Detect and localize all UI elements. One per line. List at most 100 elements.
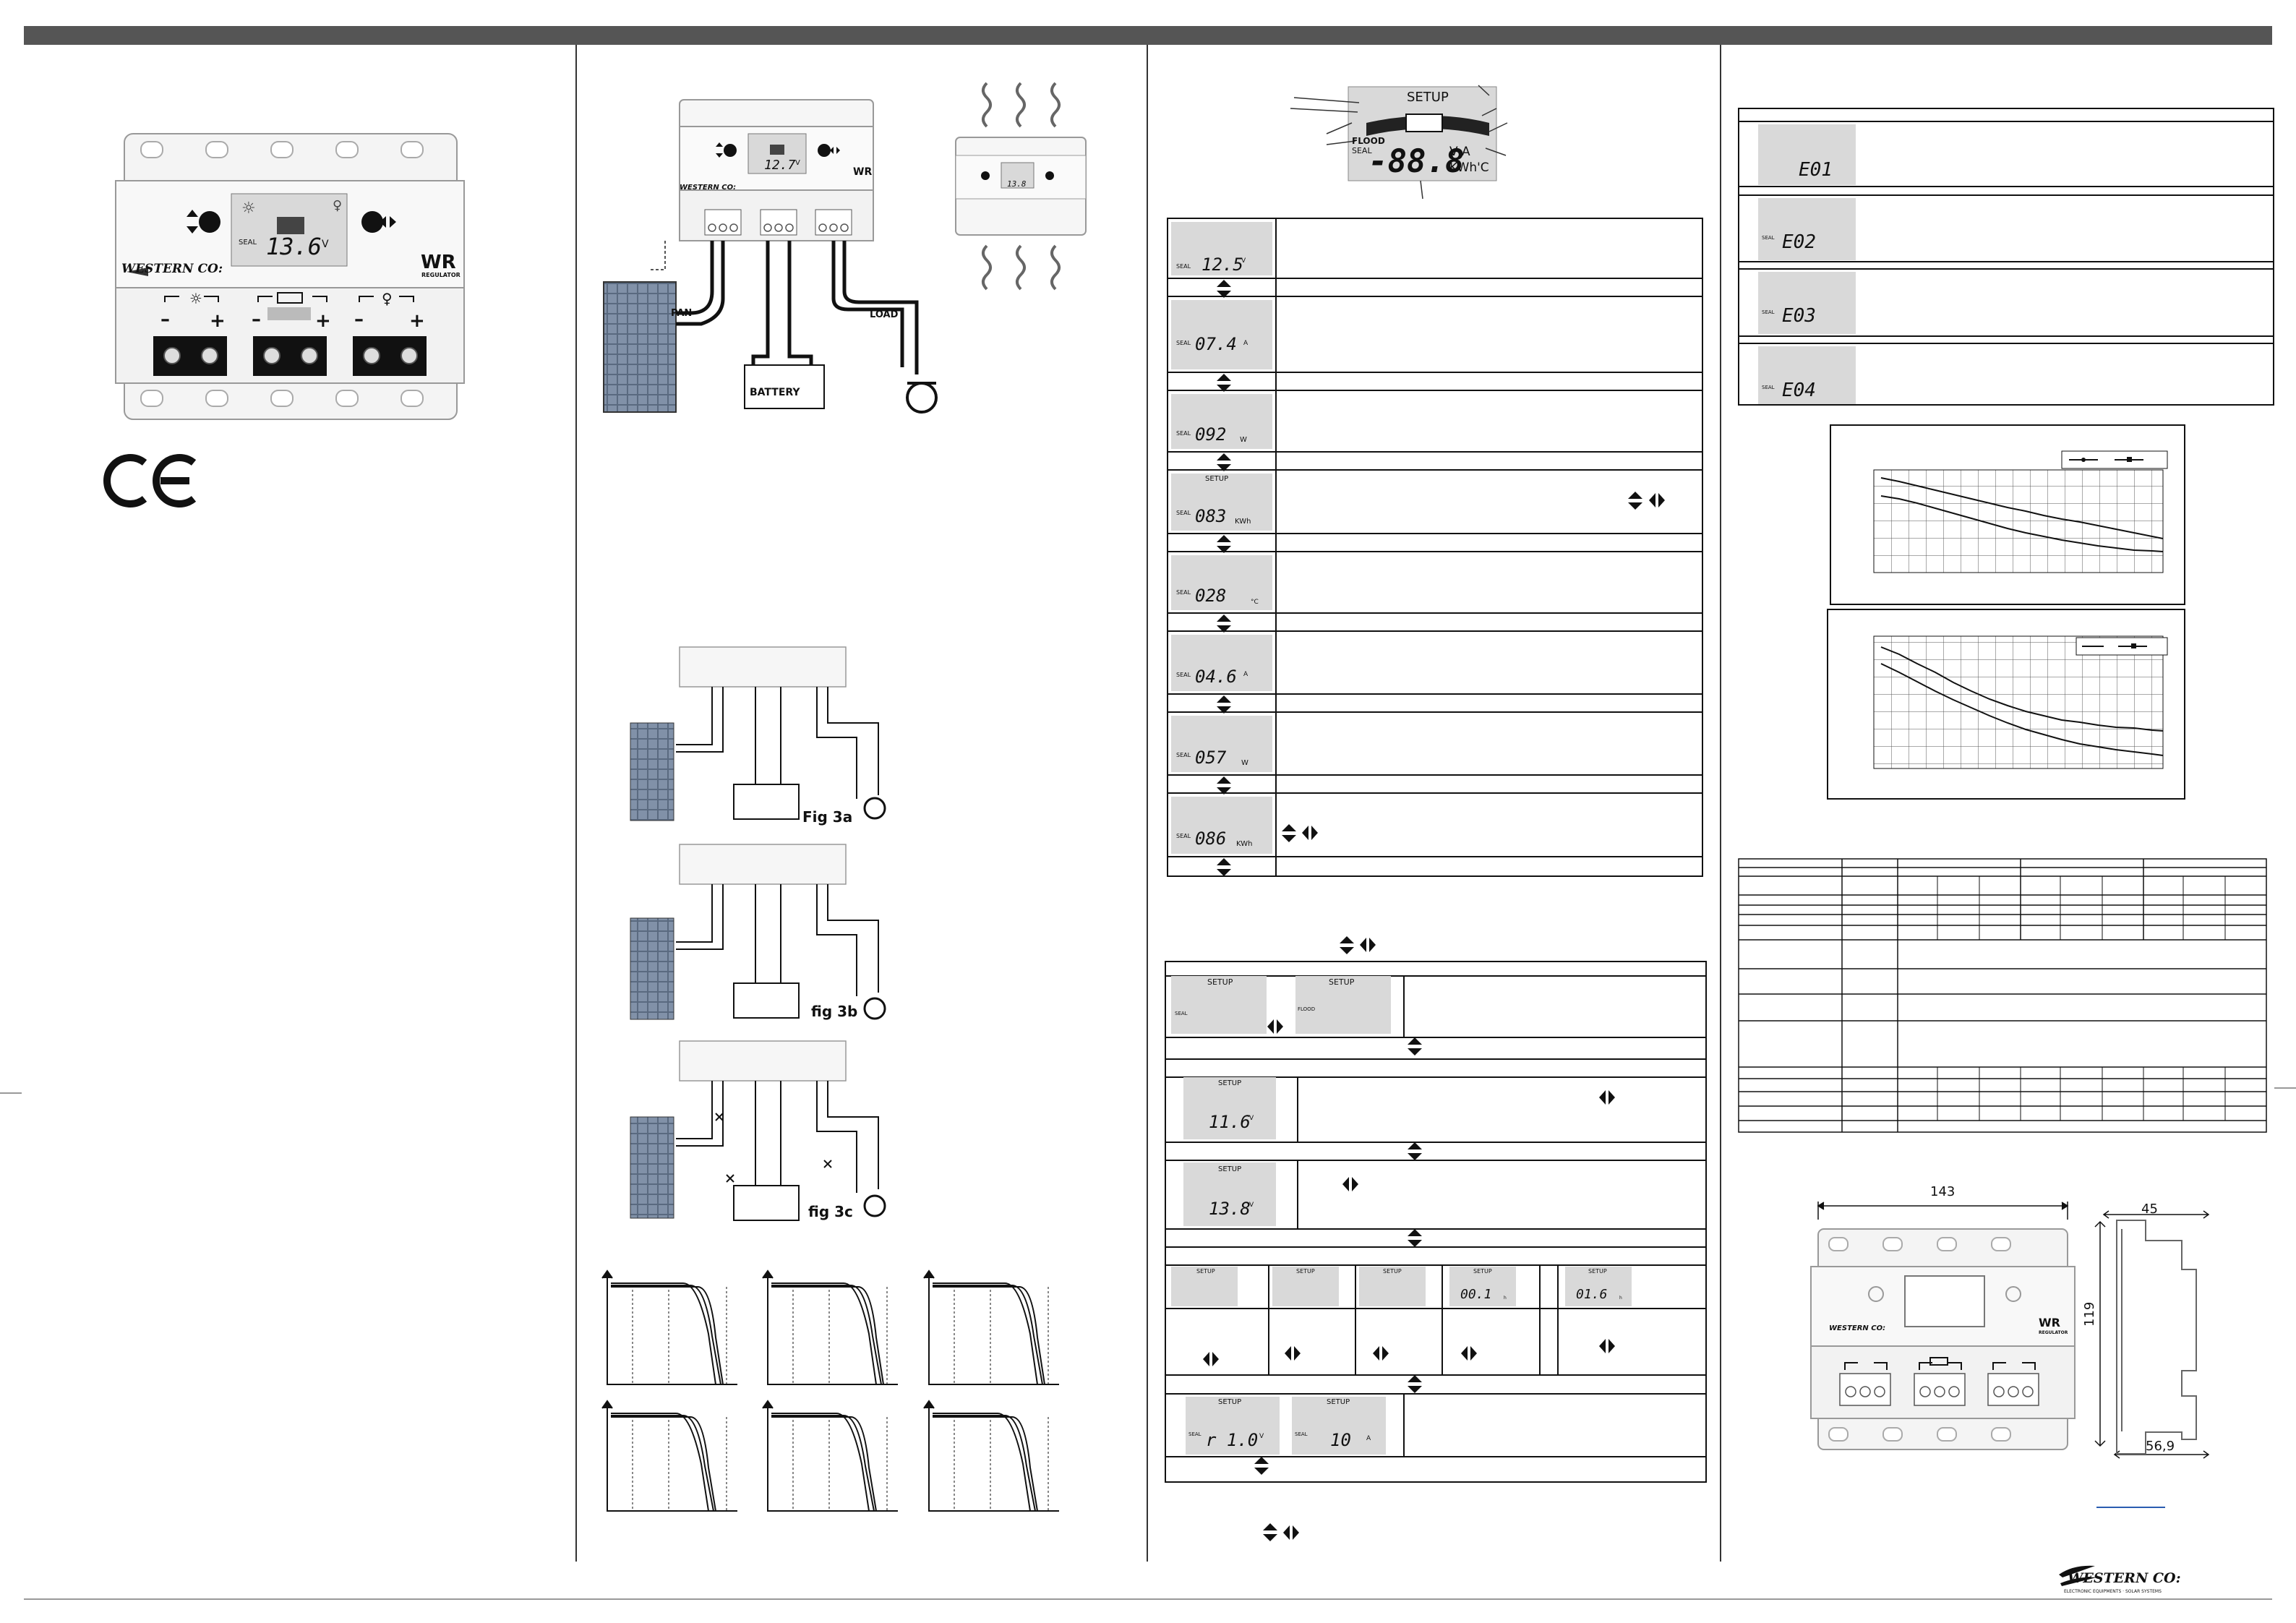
mode-cell-setup: SETUP — [1296, 1268, 1315, 1275]
error-code: E01 — [1799, 159, 1833, 181]
menu-row-label: SEAL — [1176, 340, 1191, 346]
legend-flood: FLOOD — [1352, 136, 1385, 146]
reconnect-value: r 1.0 — [1206, 1430, 1259, 1450]
regulator-front-view: ☼ ♀ ☼ ♀ –+ –+ –+ — [115, 133, 465, 420]
error-table — [1738, 108, 2274, 406]
high-voltage-setup: SETUP — [1218, 1165, 1242, 1173]
menu-row-unit: KWh — [1236, 840, 1253, 848]
dim-width: 143 — [1930, 1184, 1956, 1199]
legend-seal: SEAL — [1352, 146, 1372, 155]
battery-type-setup: SETUP — [1329, 977, 1355, 987]
error-code: E04 — [1782, 380, 1816, 401]
svg-text:☼: ☼ — [241, 200, 256, 218]
regulator-brand: WESTERN CO: — [121, 262, 223, 276]
wiring-lcd-value: 12.7 — [764, 158, 796, 173]
fig-3a-label: Fig 3a — [802, 808, 853, 826]
menu-row-value: 057 — [1195, 748, 1227, 768]
dim-mount: 56,9 — [2146, 1439, 2175, 1454]
setup-lcd-backgrounds — [1171, 976, 1632, 1455]
error-code: E03 — [1782, 305, 1816, 327]
dim-regulator-model: WR — [2039, 1316, 2060, 1329]
menu-nav-arrows — [1217, 280, 1665, 954]
mode-cell-setup: SETUP — [1383, 1268, 1402, 1275]
mode-cell-setup: SETUP — [1196, 1268, 1215, 1275]
reconnect-unit: V — [1259, 1433, 1264, 1440]
menu-row-value: 04.6 — [1195, 667, 1237, 687]
side-lcd-value: 13.8 — [1007, 179, 1027, 189]
heat-dissipation-view — [955, 82, 1087, 291]
menu-row-value: 028 — [1195, 586, 1227, 606]
fig-3b — [630, 844, 886, 1020]
regulator-model: WR — [421, 252, 456, 273]
reconnect-setup: SETUP — [1218, 1398, 1242, 1406]
regulator-lcd-unit: V — [322, 239, 329, 250]
menu-row-unit: °C — [1251, 599, 1259, 606]
svg-text:+: + — [409, 310, 425, 332]
low-voltage-value: 11.6 — [1209, 1112, 1251, 1132]
legend-units-bottom: KWh'C — [1449, 160, 1489, 175]
mode-cell-value: 01.6 — [1576, 1287, 1608, 1302]
dim-regulator-brand: WESTERN CO: — [1829, 1324, 1886, 1332]
error-code: E02 — [1782, 231, 1816, 253]
mode-cell-setup: SETUP — [1588, 1268, 1607, 1275]
reconnect-label: SEAL — [1188, 1431, 1201, 1437]
setup-nav-arrows — [1203, 1019, 1615, 1541]
menu-row-setup: SETUP — [1205, 475, 1229, 483]
menu-row-value: 092 — [1195, 424, 1227, 445]
high-voltage-value: 13.8 — [1209, 1199, 1251, 1219]
menu-row-unit: W — [1240, 436, 1247, 444]
dimension-drawing — [1810, 1202, 2210, 1508]
menu-row-label: SEAL — [1176, 263, 1191, 270]
legend-units-top: V A — [1449, 145, 1470, 159]
reconnect-label: SEAL — [1295, 1431, 1308, 1437]
battery-type-label: FLOOD — [1298, 1006, 1316, 1012]
menu-row-label: SEAL — [1176, 752, 1191, 758]
high-voltage-unit: V — [1249, 1202, 1254, 1209]
svg-text:♀: ♀ — [333, 198, 342, 213]
header-bar — [24, 26, 2272, 45]
footer-logo-mark — [2059, 1565, 2096, 1586]
mode-cell-unit: h — [1504, 1296, 1507, 1301]
wiring-diagram — [603, 99, 938, 414]
fig-3c-label: fig 3c — [808, 1203, 853, 1220]
error-lcd-backgrounds — [1758, 124, 1856, 404]
dim-regulator-model-sub: REGULATOR — [2039, 1330, 2068, 1335]
footer-brand: WESTERN CO: — [2068, 1570, 2181, 1586]
menu-row-value: 12.5 — [1201, 254, 1243, 275]
load-label: LOAD — [870, 309, 899, 320]
wiring-model: WR — [853, 166, 873, 178]
svg-text:+: + — [315, 310, 331, 332]
menu-row-unit: V — [1241, 257, 1246, 265]
pan-label: PAN — [671, 308, 693, 319]
menu-row-unit: A — [1243, 340, 1248, 347]
temperature-chart-1 — [1830, 424, 2185, 605]
column-dividers — [0, 45, 2296, 1562]
regulator-lcd-value: 13.6 — [266, 233, 322, 260]
menu-row-unit: KWh — [1235, 518, 1251, 526]
svg-text:–: – — [160, 309, 170, 330]
menu-row-value: 083 — [1195, 506, 1227, 526]
menu-row-label: SEAL — [1176, 672, 1191, 678]
low-voltage-setup: SETUP — [1218, 1079, 1242, 1087]
error-label: SEAL — [1762, 385, 1775, 390]
fig-3b-label: fig 3b — [811, 1003, 858, 1020]
setup-table — [1165, 961, 1707, 1483]
battery-type-setup: SETUP — [1207, 977, 1233, 987]
low-voltage-unit: V — [1249, 1115, 1254, 1122]
footer-tagline: ELECTRONIC EQUIPMENTS · SOLAR SYSTEMS — [2064, 1589, 2162, 1594]
error-label: SEAL — [1762, 235, 1775, 241]
menu-row-label: SEAL — [1176, 589, 1191, 596]
error-label: SEAL — [1762, 309, 1775, 315]
mode-cell-setup: SETUP — [1473, 1268, 1492, 1275]
lcd-legend — [1290, 85, 1508, 200]
ce-mark — [103, 454, 197, 508]
regulator-lcd-label: SEAL — [239, 239, 257, 247]
reconnect-setup: SETUP — [1327, 1398, 1350, 1406]
svg-text:–: – — [252, 309, 261, 330]
svg-text:☼: ☼ — [189, 290, 202, 307]
menu-row-label: SEAL — [1176, 510, 1191, 516]
dim-height: 119 — [2082, 1301, 2097, 1327]
menu-row-value: 086 — [1195, 828, 1227, 849]
wiring-brand: WESTERN CO: — [680, 184, 737, 192]
